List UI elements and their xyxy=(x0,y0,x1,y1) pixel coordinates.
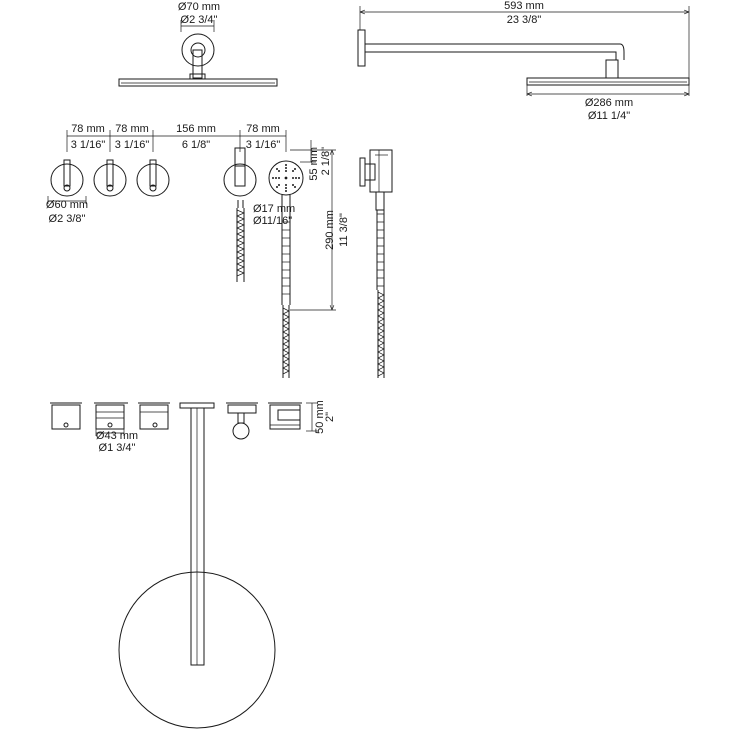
head-diameter-imperial: Ø11 1/4" xyxy=(588,110,630,122)
valve-handle-2 xyxy=(93,159,127,197)
hose-diameter-imperial: Ø11/16" xyxy=(253,215,292,227)
handle-diameter-metric: Ø60 mm xyxy=(46,199,88,211)
hand-shower-length-metric: 290 mm xyxy=(324,210,336,250)
valve-handles-front-view: Ø60 mm Ø2 3/8" xyxy=(46,159,170,225)
arm-length-metric: 593 mm xyxy=(504,0,544,12)
base-diameter-metric: Ø70 mm xyxy=(178,1,220,13)
spacing-4-imperial: 3 1/16" xyxy=(246,139,281,151)
valve-handle-1 xyxy=(50,159,84,197)
valve-spacing-dimensions: 78 mm 3 1/16" 78 mm 3 1/16" 156 mm 6 1/8… xyxy=(66,123,287,152)
spacing-2-metric: 78 mm xyxy=(115,123,149,135)
head-height-imperial: 2 1/8" xyxy=(320,147,332,175)
valve-side-profiles: Ø43 mm Ø1 3/4" xyxy=(50,402,170,454)
spacing-4-metric: 78 mm xyxy=(246,123,280,135)
valve-profile-2 xyxy=(94,402,128,430)
rosette-diameter-imperial: Ø1 3/4" xyxy=(99,442,136,454)
arm-length-imperial: 23 3/8" xyxy=(507,14,542,26)
hand-shower-dimensions: 55 mm 2 1/8" 290 mm 11 3/8" xyxy=(290,140,350,311)
base-diameter-imperial: Ø2 3/4" xyxy=(181,14,218,26)
spacing-1-metric: 78 mm xyxy=(71,123,105,135)
valve-profile-1 xyxy=(50,402,82,430)
spacing-3-imperial: 6 1/8" xyxy=(182,139,210,151)
rosette-depth-imperial: 2" xyxy=(324,412,336,422)
ceiling-shower-front-view: Ø70 mm Ø2 3/4" xyxy=(118,1,278,87)
spray-nozzles xyxy=(272,164,300,192)
hand-shower-front-view: Ø17 mm Ø11/16" xyxy=(253,160,304,378)
handle-diameter-imperial: Ø2 3/8" xyxy=(49,213,86,225)
ceiling-shower-side-view xyxy=(118,402,276,729)
hand-shower-side-view xyxy=(359,149,393,378)
valve-profile-3 xyxy=(138,402,170,430)
head-height-metric: 55 mm xyxy=(308,147,320,181)
holder-side-profiles: 50 mm 2" xyxy=(226,400,336,440)
head-diameter-metric: Ø286 mm xyxy=(585,97,633,109)
rosette-diameter-metric: Ø43 mm xyxy=(96,430,138,442)
hand-shower-holder-front-view xyxy=(223,147,257,282)
spacing-3-metric: 156 mm xyxy=(176,123,216,135)
hand-shower-length-imperial: 11 3/8" xyxy=(338,213,350,247)
hose-diameter-metric: Ø17 mm xyxy=(253,203,295,215)
wall-shower-side-view: 593 mm 23 3/8" Ø286 mm Ø11 1/4" xyxy=(357,0,690,122)
valve-handle-3 xyxy=(136,159,170,197)
rosette-depth-metric: 50 mm xyxy=(314,400,326,434)
spacing-2-imperial: 3 1/16" xyxy=(115,139,150,151)
spacing-1-imperial: 3 1/16" xyxy=(71,139,106,151)
